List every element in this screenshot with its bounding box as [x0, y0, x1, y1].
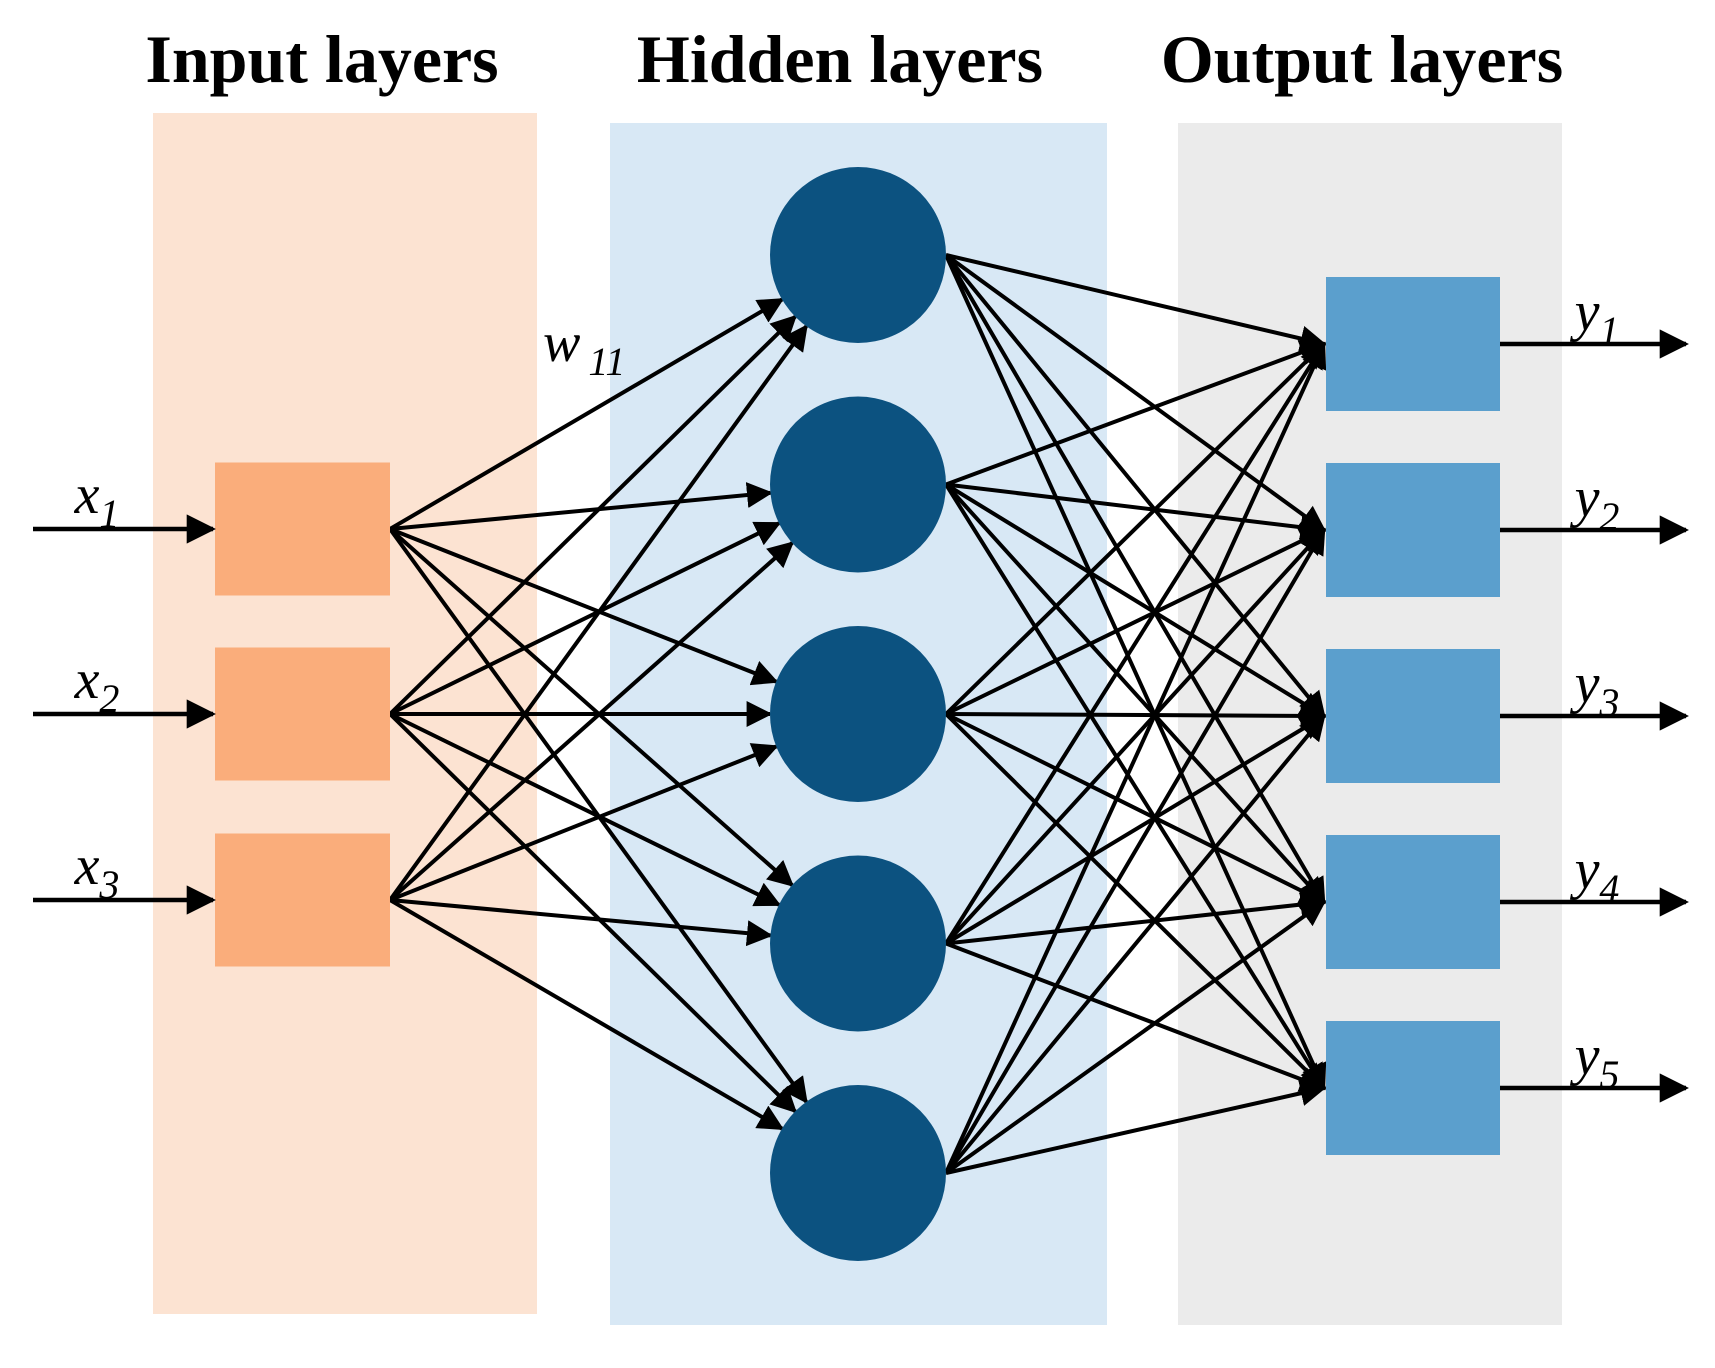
connection-input3-hidden1 [388, 324, 808, 902]
connection-hidden3-output4 [945, 712, 1327, 904]
connection-input2-hidden4 [389, 712, 782, 907]
output-label-y4: y4 [1570, 839, 1620, 911]
connection-input1-hidden4 [388, 527, 795, 887]
output-node-1 [1326, 277, 1500, 411]
input-node-3 [215, 833, 390, 967]
connection-lines [388, 253, 1327, 1175]
input-label-x3: x3 [74, 835, 120, 907]
connection-hidden4-output1 [944, 341, 1326, 945]
output-label-y2: y2 [1570, 467, 1620, 539]
connection-hidden3-output3 [945, 702, 1327, 729]
connection-hidden2-output5 [944, 483, 1326, 1091]
connection-hidden4-output3 [944, 714, 1327, 946]
input-label-x2: x2 [74, 649, 120, 721]
connection-hidden3-output2 [945, 528, 1327, 716]
connection-hidden5-output5 [945, 1080, 1327, 1175]
connection-hidden4-output4 [945, 891, 1327, 946]
hidden-node-1 [770, 167, 946, 343]
connection-hidden5-output2 [944, 527, 1326, 1175]
input-node-2 [215, 647, 390, 781]
connection-input1-hidden1 [388, 297, 785, 531]
connection-input3-hidden2 [388, 541, 795, 902]
connection-hidden2-output3 [944, 482, 1327, 718]
output-node-5 [1326, 1021, 1500, 1155]
connection-hidden5-output1 [944, 341, 1327, 1174]
connection-hidden5-output4 [944, 900, 1327, 1175]
hidden-node-3 [770, 626, 946, 802]
connection-input1-hidden3 [389, 527, 779, 686]
output-label-y5: y5 [1570, 1025, 1620, 1097]
connection-hidden4-output5 [945, 941, 1327, 1092]
hidden-node-5 [770, 1085, 946, 1261]
connection-input3-hidden4 [389, 898, 773, 947]
connection-hidden2-output4 [944, 483, 1326, 904]
connection-input2-hidden2 [389, 521, 782, 716]
output-label-y3: y3 [1570, 653, 1620, 725]
input-layer-title: Input layers [145, 21, 498, 97]
output-node-4 [1326, 835, 1500, 969]
output-layer-title: Output layers [1161, 21, 1563, 97]
connection-hidden5-output3 [944, 713, 1326, 1175]
connection-input3-hidden3 [389, 743, 779, 902]
hidden-node-4 [770, 855, 946, 1032]
connection-hidden2-output2 [945, 482, 1327, 541]
output-label-y1: y1 [1570, 281, 1620, 353]
connection-input2-hidden5 [388, 712, 798, 1114]
output-node-2 [1326, 463, 1500, 597]
connection-input2-hidden1 [388, 314, 798, 716]
output-node-3 [1326, 649, 1500, 783]
connection-input1-hidden2 [389, 482, 773, 531]
connection-input3-hidden5 [388, 898, 785, 1131]
input-label-x1: x1 [74, 464, 120, 536]
input-node-1 [215, 462, 390, 596]
connection-hidden3-output5 [944, 712, 1326, 1090]
connection-hidden1-output1 [945, 253, 1327, 352]
hidden-node-2 [770, 396, 946, 573]
connection-hidden4-output2 [944, 528, 1326, 945]
connection-hidden3-output1 [944, 342, 1326, 716]
layer-nodes [215, 167, 1500, 1261]
connection-hidden2-output1 [945, 339, 1327, 487]
hidden-layer-title: Hidden layers [637, 21, 1043, 97]
